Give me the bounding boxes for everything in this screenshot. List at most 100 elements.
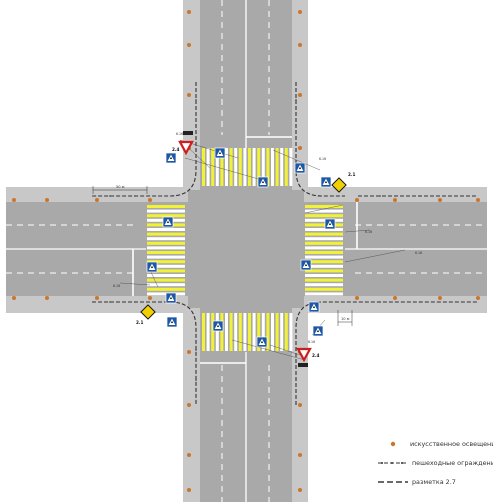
crosswalk-stripe (266, 148, 270, 186)
crosswalk-stripe (257, 148, 261, 186)
tag-label: 6.16 (365, 230, 372, 234)
crosswalk-stripe (305, 278, 343, 282)
crosswalk-stripe (305, 287, 343, 291)
crosswalk-stripe (284, 313, 288, 351)
crosswalk-stripe (305, 269, 343, 273)
street-light-icon (95, 198, 99, 202)
crosswalk-stripe (229, 148, 233, 186)
crosswalk-stripe (280, 148, 284, 186)
pedestrian-figure-icon (299, 167, 301, 170)
street-light-icon (355, 198, 359, 202)
crosswalk-stripe (147, 241, 185, 245)
crosswalk-stripe (284, 148, 288, 186)
crosswalk-north (202, 148, 293, 186)
street-light-icon (45, 198, 49, 202)
crosswalk-stripe (225, 148, 228, 186)
street-light-icon (298, 146, 302, 150)
crosswalk-stripe (243, 313, 247, 351)
crosswalk-stripe (266, 313, 270, 351)
crosswalk-stripe (305, 283, 343, 287)
pedestrian-crossing-sign (165, 152, 177, 164)
crosswalk-stripe (305, 209, 343, 213)
pedestrian-crossing-sign (324, 218, 336, 230)
crosswalk-stripe (147, 269, 185, 273)
street-light-icon (95, 296, 99, 300)
yield-sign-se: 2.4 (296, 347, 320, 367)
crosswalk-stripe (220, 148, 224, 186)
street-light-icon (298, 10, 302, 14)
pedestrian-figure-icon (313, 306, 315, 309)
street-light-icon (12, 296, 16, 300)
legend: искусственное освещение пешеходные ограж… (378, 440, 493, 486)
pedestrian-figure-icon (305, 264, 307, 267)
crosswalk-stripe (211, 313, 215, 351)
crosswalk-stripe (305, 205, 343, 208)
crosswalk-stripe (147, 251, 185, 254)
yield-sign-number: 2.4 (172, 147, 180, 152)
pedestrian-crossing-sign (214, 147, 226, 159)
main-road-sign-icon (331, 177, 347, 193)
fence-sw (92, 301, 197, 405)
street-light-icon (148, 198, 152, 202)
legend-lighting-icon (390, 441, 396, 447)
crosswalk-stripe (248, 313, 251, 351)
street-light-icon (476, 198, 480, 202)
pedestrian-figure-icon (317, 330, 319, 333)
street-light-icon (355, 296, 359, 300)
crosswalk-stripe (305, 237, 343, 241)
street-light-icon (187, 93, 191, 97)
pedestrian-crossing-sign (300, 259, 312, 271)
pedestrian-figure-icon (261, 341, 263, 344)
dimensions (92, 186, 353, 326)
street-light-icon (45, 296, 49, 300)
street-light-icon (187, 43, 191, 47)
crosswalk-stripe (257, 313, 261, 351)
crosswalk-stripe (147, 246, 185, 250)
street-light-icon (187, 350, 191, 354)
crosswalk-stripe (234, 313, 238, 351)
pedestrian-crossing-sign (165, 292, 177, 304)
dim-east-label: 10 м (341, 317, 350, 321)
pedestrian-crossing-sign (294, 162, 306, 174)
street-light-icon (298, 43, 302, 47)
pedestrian-figure-icon (219, 152, 221, 155)
lane-markings (6, 0, 487, 502)
crosswalk-stripe (147, 237, 185, 241)
crosswalk-stripe (234, 148, 238, 186)
crosswalk-stripe (305, 264, 343, 268)
pedestrian-crossing-sign (312, 325, 324, 337)
main-road-sign-number: 2.1 (136, 320, 144, 325)
street-light-icon (476, 296, 480, 300)
pedestrian-crossing-sign (146, 261, 158, 273)
pedestrian-crossing-sign (256, 336, 268, 348)
crosswalk-stripe (275, 313, 279, 351)
street-light-icon (187, 10, 191, 14)
crosswalk-stripe (215, 148, 219, 186)
tag-label: 6.16 (415, 251, 422, 255)
crosswalk-stripe (147, 264, 185, 268)
pedestrian-figure-icon (171, 321, 173, 324)
street-light-icon (393, 198, 397, 202)
crosswalk-stripe (215, 313, 219, 351)
crosswalk-stripe (305, 228, 343, 231)
crosswalk-stripe (147, 228, 185, 231)
crosswalk-stripe (305, 241, 343, 245)
street-light-icon (298, 488, 302, 492)
pedestrian-crossing-sign (166, 316, 178, 328)
crosswalk-stripe (225, 313, 228, 351)
crosswalk-south (202, 313, 293, 351)
street-light-icon (187, 488, 191, 492)
sign-plate (183, 131, 193, 135)
street-light-icon (187, 403, 191, 407)
yield-sign-icon (178, 140, 194, 156)
crosswalk-stripe (289, 313, 293, 351)
pedestrian-figure-icon (167, 221, 169, 224)
crosswalks (147, 148, 343, 351)
crosswalk-stripe (305, 274, 343, 277)
crosswalk-stripe (202, 148, 205, 186)
street-light-icon (298, 403, 302, 407)
pedestrian-figure-icon (151, 266, 153, 269)
crosswalk-stripe (147, 260, 185, 264)
leader-lines (119, 139, 406, 361)
